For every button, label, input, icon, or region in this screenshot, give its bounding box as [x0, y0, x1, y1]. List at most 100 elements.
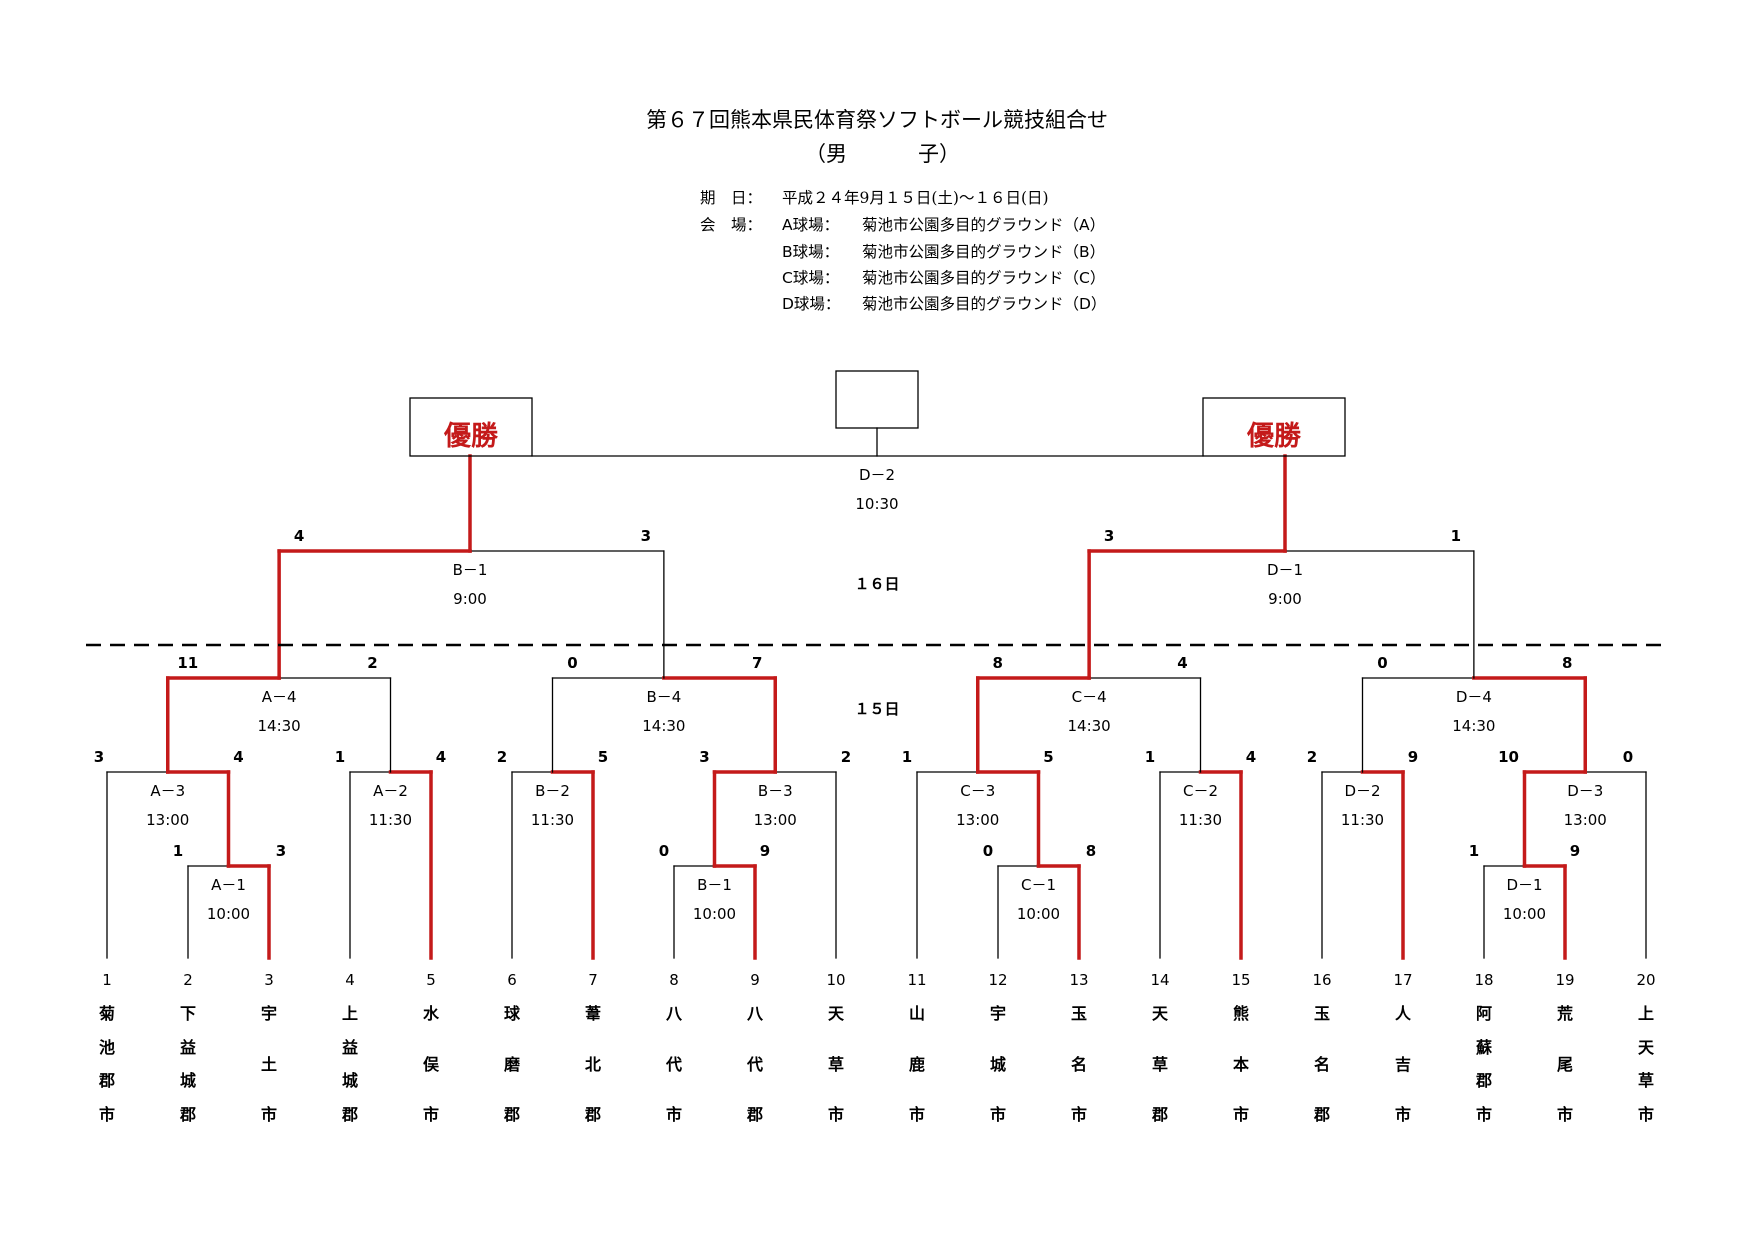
score-right: 5: [1043, 748, 1053, 766]
team-name-char: 玉: [1314, 1004, 1330, 1023]
team-number: 19: [1555, 971, 1574, 989]
match-time: 11:30: [531, 811, 574, 829]
result-box: [835, 370, 919, 429]
match-time: 14:30: [1452, 717, 1495, 735]
team-name-char: 草: [1152, 1055, 1168, 1074]
subtitle-close: 子）: [918, 142, 960, 166]
match-code: C－1: [1021, 876, 1056, 894]
match-time: 10:00: [693, 905, 736, 923]
team-name-char: 市: [828, 1105, 844, 1124]
match-time: 10:00: [1503, 905, 1546, 923]
subtitle-open: （男: [805, 142, 847, 166]
score-left: 2: [1307, 748, 1317, 766]
team-name-char: 益: [180, 1038, 196, 1057]
team-name-char: 吉: [1395, 1055, 1411, 1074]
match-time: 13:00: [754, 811, 797, 829]
match-code: D－2: [859, 466, 895, 484]
team-name-char: 郡: [1475, 1071, 1492, 1090]
match-code: B－2: [535, 782, 570, 800]
match-time: 13:00: [1564, 811, 1607, 829]
match-time: 10:00: [207, 905, 250, 923]
venue-name-c: 菊池市公園多目的グラウンド（C）: [862, 269, 1106, 287]
team-name-char: 天: [828, 1004, 845, 1023]
team-name-char: 上: [342, 1004, 358, 1023]
score-left: 10: [1498, 748, 1519, 766]
score-left: 1: [1145, 748, 1155, 766]
match-code: C－4: [1072, 688, 1107, 706]
team-number: 9: [750, 971, 760, 989]
team-name-char: 人: [1395, 1004, 1412, 1023]
team-number: 5: [426, 971, 436, 989]
team-number: 4: [345, 971, 355, 989]
match-time: 13:00: [956, 811, 999, 829]
match-code: D－3: [1567, 782, 1603, 800]
team-name-char: 天: [1638, 1038, 1655, 1057]
team-name-char: 名: [1071, 1055, 1087, 1074]
champion-box: [409, 397, 533, 457]
match-time: 11:30: [1179, 811, 1222, 829]
score-left: 0: [567, 654, 577, 672]
team-name-char: 池: [99, 1038, 115, 1057]
team-number: 20: [1636, 971, 1655, 989]
team-name-char: 俣: [423, 1055, 440, 1074]
team-name-char: 市: [990, 1105, 1006, 1124]
score-right: 2: [841, 748, 851, 766]
match-code: A－4: [262, 688, 297, 706]
match-time: 14:30: [258, 717, 301, 735]
score-right: 4: [436, 748, 446, 766]
match-time: 9:00: [1268, 590, 1302, 608]
match-code: A－2: [373, 782, 408, 800]
match-code: D－1: [1506, 876, 1542, 894]
venue-field-d: D球場：: [782, 295, 841, 313]
match-time: 9:00: [453, 590, 487, 608]
team-name-char: 草: [828, 1055, 844, 1074]
match-code: B－1: [453, 561, 488, 579]
match-time: 11:30: [1341, 811, 1384, 829]
team-name-char: 郡: [584, 1105, 601, 1124]
team-number: 3: [264, 971, 274, 989]
team-name-char: 市: [261, 1105, 277, 1124]
venue-label: 会 場：: [700, 216, 763, 234]
team-number: 16: [1312, 971, 1331, 989]
score-left: 1: [1469, 842, 1479, 860]
venue-name-b: 菊池市公園多目的グラウンド（B）: [862, 243, 1106, 261]
score-right: 4: [1177, 654, 1187, 672]
team-name-char: 天: [1152, 1004, 1169, 1023]
match-time: 11:30: [369, 811, 412, 829]
team-name-char: 名: [1314, 1055, 1330, 1074]
team-name-char: 市: [1071, 1105, 1087, 1124]
team-name-char: 郡: [341, 1105, 358, 1124]
score-left: 0: [659, 842, 669, 860]
team-name-char: 城: [990, 1055, 1006, 1074]
team-number: 15: [1231, 971, 1250, 989]
match-time: 14:30: [642, 717, 685, 735]
champion-label: 優勝: [1246, 421, 1302, 452]
team-number: 11: [907, 971, 926, 989]
team-name-char: 玉: [1071, 1004, 1087, 1023]
date-value: 平成２４年9月１５日(土)～１６日(日): [782, 189, 1049, 207]
score-right: 3: [276, 842, 286, 860]
score-left: 8: [993, 654, 1003, 672]
venue-field-a: A球場：: [782, 216, 840, 234]
team-name-char: 球: [504, 1004, 521, 1023]
team-number: 7: [588, 971, 598, 989]
team-name-char: 八: [665, 1004, 683, 1023]
team-number: 17: [1393, 971, 1412, 989]
match-code: D－2: [1344, 782, 1380, 800]
team-name-char: 下: [180, 1004, 196, 1023]
score-right: 5: [598, 748, 608, 766]
score-right: 8: [1086, 842, 1096, 860]
team-name-char: 宇: [261, 1004, 277, 1023]
team-name-char: 本: [1233, 1055, 1249, 1074]
team-name-char: 草: [1638, 1071, 1654, 1090]
team-name-char: 市: [1476, 1105, 1492, 1124]
team-number: 2: [183, 971, 193, 989]
team-name-char: 宇: [990, 1004, 1006, 1023]
match-time: 10:00: [1017, 905, 1060, 923]
score-left: 2: [497, 748, 507, 766]
score-right: 9: [760, 842, 770, 860]
match-time: 14:30: [1068, 717, 1111, 735]
team-number: 6: [507, 971, 517, 989]
team-name-char: 市: [1233, 1105, 1249, 1124]
